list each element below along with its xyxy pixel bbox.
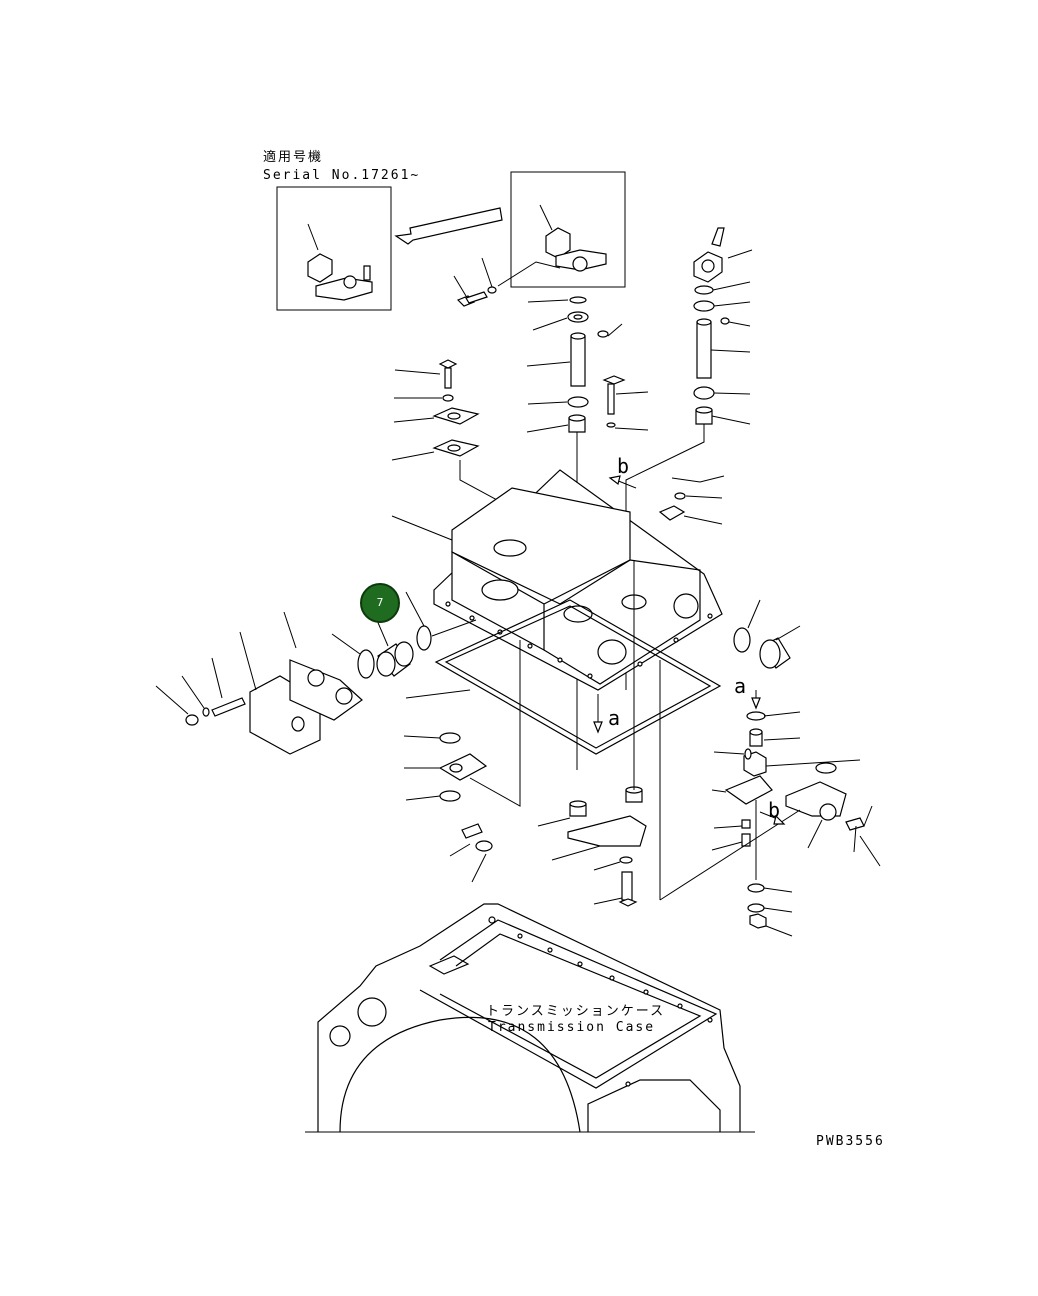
bolt-top-left bbox=[454, 258, 560, 306]
serial-number-label: Serial No.17261~ bbox=[263, 168, 421, 183]
variant-arrow bbox=[396, 208, 502, 244]
inset-new-variant bbox=[511, 172, 625, 287]
upper-left-cover-parts bbox=[392, 360, 512, 540]
lower-linkage-right bbox=[660, 660, 880, 936]
callout-7[interactable]: 7 bbox=[360, 583, 400, 623]
right-shaft-stack bbox=[626, 228, 752, 690]
drawing-code: PWB3556 bbox=[816, 1134, 885, 1149]
applicable-serial-jp: 適用号機 bbox=[263, 150, 324, 165]
left-side-assembly bbox=[156, 592, 476, 754]
right-plug bbox=[734, 600, 800, 668]
transmission-cover bbox=[392, 470, 722, 690]
breather-parts bbox=[660, 476, 724, 524]
center-bolt bbox=[604, 376, 648, 430]
lower-linkage-left bbox=[404, 640, 520, 882]
view-b-bottom-label: b bbox=[768, 798, 781, 822]
case-label-jp: トランスミッションケース bbox=[486, 1004, 666, 1019]
view-a-top-label: a bbox=[734, 674, 747, 698]
lower-linkage-center bbox=[538, 560, 646, 906]
case-label-en: Transmission Case bbox=[488, 1020, 656, 1035]
cover-gasket bbox=[406, 600, 720, 754]
view-b-top-label: b bbox=[617, 454, 630, 478]
transmission-case bbox=[305, 904, 755, 1132]
inset-old-variant bbox=[277, 187, 391, 310]
view-arrows bbox=[594, 476, 784, 824]
view-a-bottom-label: a bbox=[608, 706, 621, 730]
